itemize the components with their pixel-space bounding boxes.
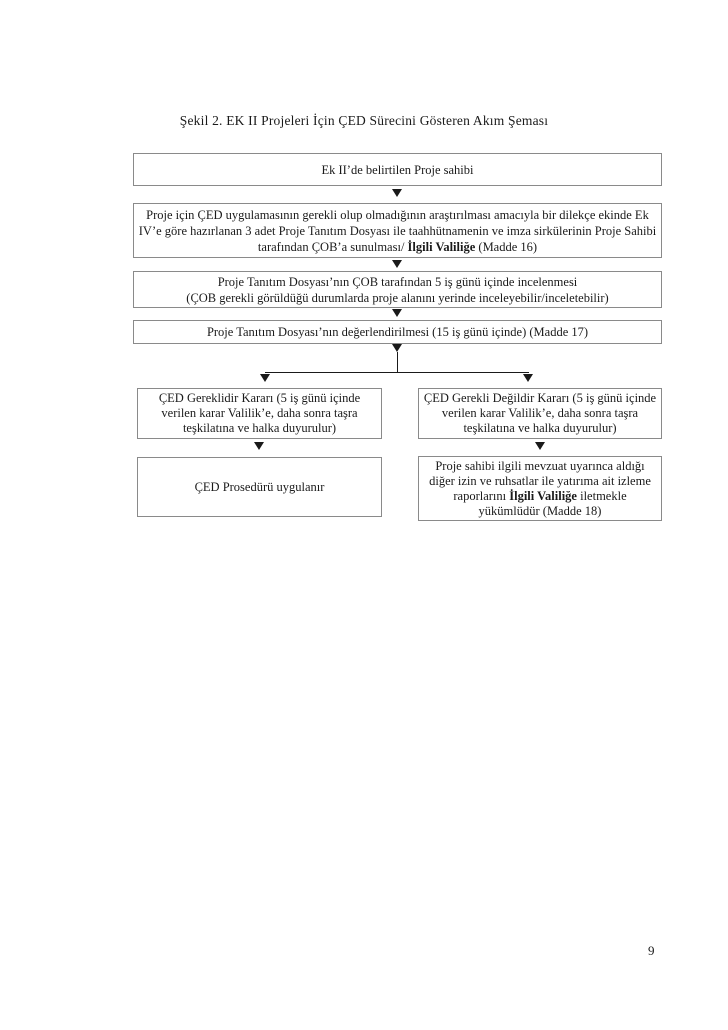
down-arrow-icon [535,442,545,450]
down-arrow-icon [260,374,270,382]
flowchart-box-ced-procedure: ÇED Prosedürü uygulanır [137,457,382,517]
flowchart-box-review: Proje Tanıtım Dosyası’nın ÇOB tarafından… [133,271,662,308]
box-text: Proje Tanıtım Dosyası’nın değerlendirilm… [206,325,589,339]
flowchart-box-ced-not-required: ÇED Gerekli Değildir Kararı (5 iş günü i… [418,388,662,439]
box-text-line: (ÇOB gerekli görüldüğü durumlarda proje … [186,290,609,305]
box-text-line: diğer izin ve ruhsatlar ile yatırıma ait… [429,473,651,488]
flowchart-box-evaluation: Proje Tanıtım Dosyası’nın değerlendirilm… [133,320,662,344]
flowchart-box-ced-required: ÇED Gereklidir Kararı (5 iş günü içinde … [137,388,382,439]
connector-vertical-line [397,352,398,373]
box-text-line: Proje sahibi ilgili mevzuat uyarınca ald… [435,458,645,473]
down-arrow-icon [254,442,264,450]
box-text-line: tarafından ÇOB’a sunulması/ İlgili Valil… [134,239,661,255]
box-text-line: raporlarını İlgili Valiliğe iletmekle [419,489,661,504]
text-segment: iletmekle [576,488,627,503]
text-segment: (Madde 16) [475,239,538,254]
down-arrow-icon [392,344,402,352]
box-text-line: yükümlüdür (Madde 18) [478,503,602,518]
flowchart-box-application: Proje için ÇED uygulamasının gerekli olu… [133,203,662,258]
figure-title: Şekil 2. EK II Projeleri İçin ÇED Süreci… [179,113,549,128]
text-segment: raporlarını [453,488,510,503]
down-arrow-icon [392,260,402,268]
box-text-line: verilen karar Valilik’e, daha sonra taşr… [161,406,358,420]
flowchart-box-obligations: Proje sahibi ilgili mevzuat uyarınca ald… [418,456,662,521]
box-text-line: IV’e göre hazırlanan 3 adet Proje Tanıtı… [138,223,657,238]
flowchart-box-project-owner: Ek II’de belirtilen Proje sahibi [133,153,662,186]
down-arrow-icon [392,309,402,317]
box-text-line: ÇED Gerekli Değildir Kararı (5 iş günü i… [423,391,657,405]
box-text-line: teşkilatına ve halka duyurulur) [182,421,337,435]
text-segment-bold: İlgili Valiliğe [407,239,476,254]
text-segment: tarafından ÇOB’a sunulması/ [257,239,408,254]
box-text-line: Proje Tanıtım Dosyası’nın ÇOB tarafından… [217,274,578,289]
text-segment-bold: İlgili Valiliğe [509,488,577,503]
box-text: Ek II’de belirtilen Proje sahibi [321,162,474,177]
box-text-line: Proje için ÇED uygulamasının gerekli olu… [146,207,649,222]
box-text-line: ÇED Gereklidir Kararı (5 iş günü içinde [158,391,361,405]
box-text: ÇED Prosedürü uygulanır [194,479,325,494]
page-number: 9 [648,943,655,958]
down-arrow-icon [523,374,533,382]
connector-horizontal-line [265,372,529,373]
down-arrow-icon [392,189,402,197]
box-text-line: verilen karar Valilik’e, daha sonra taşr… [441,406,639,420]
box-text-line: teşkilatına ve halka duyurulur) [463,421,617,435]
